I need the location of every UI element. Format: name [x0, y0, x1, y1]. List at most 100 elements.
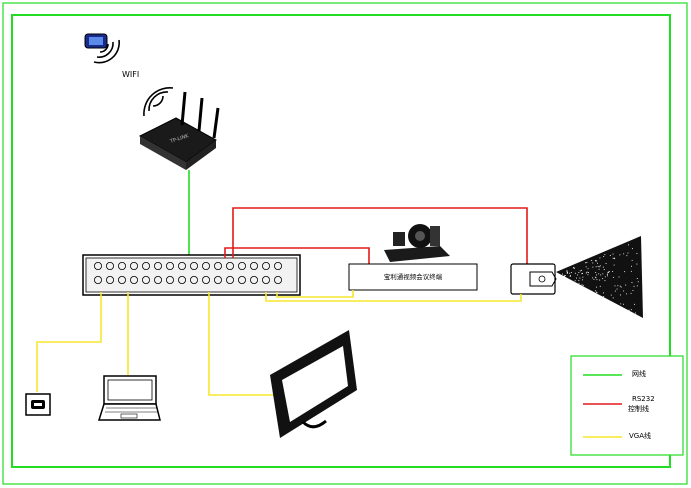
vga-cable-wallplate — [36, 292, 102, 392]
beam-speckle — [619, 285, 621, 287]
beam-speckle — [564, 275, 565, 277]
beam-speckle — [569, 276, 571, 277]
switch-port — [249, 275, 258, 284]
beam-speckle — [574, 280, 576, 282]
beam-speckle — [606, 274, 608, 275]
vga-cable-display — [208, 292, 280, 396]
beam-speckle — [636, 253, 638, 254]
beam-speckle — [630, 270, 632, 272]
beam-speckle — [595, 277, 597, 279]
beam-speckle — [596, 274, 597, 276]
beam-speckle — [562, 275, 564, 277]
switch-port — [129, 275, 138, 284]
beam-speckle — [596, 292, 598, 294]
beam-speckle — [604, 280, 606, 282]
projector-icon — [510, 263, 557, 295]
switch-port — [129, 261, 138, 270]
phone-icon — [84, 33, 108, 49]
beam-speckle — [579, 286, 580, 288]
beam-speckle — [560, 279, 562, 281]
beam-speckle — [616, 288, 618, 290]
beam-speckle — [635, 312, 636, 314]
beam-speckle — [596, 286, 597, 288]
beam-speckle — [574, 267, 575, 269]
beam-speckle — [566, 272, 568, 274]
switch-port — [177, 261, 186, 270]
beam-speckle — [631, 259, 633, 261]
beam-speckle — [612, 257, 614, 259]
beam-speckle — [596, 260, 597, 262]
beam-speckle — [581, 284, 583, 286]
beam-speckle — [587, 274, 589, 276]
beam-speckle — [573, 267, 575, 269]
beam-speckle — [595, 290, 596, 292]
beam-speckle — [562, 278, 564, 279]
vga-cable-terminal — [276, 290, 354, 298]
beam-speckle — [636, 285, 638, 287]
beam-speckle — [631, 265, 632, 267]
beam-speckle — [630, 309, 632, 311]
beam-speckle — [612, 271, 614, 272]
beam-speckle — [600, 274, 602, 276]
beam-speckle — [607, 275, 608, 277]
beam-speckle — [603, 300, 605, 301]
beam-speckle — [593, 278, 595, 280]
beam-speckle — [599, 279, 601, 281]
beam-speckle — [612, 253, 614, 255]
beam-speckle — [590, 292, 592, 294]
beam-speckle — [585, 262, 587, 264]
beam-speckle — [579, 277, 581, 279]
beam-speckle — [620, 286, 622, 288]
laptop-icon — [97, 375, 161, 421]
beam-speckle — [596, 291, 597, 293]
wall-plate-icon — [25, 393, 51, 416]
matrix-switch — [82, 254, 301, 296]
beam-speckle — [628, 309, 630, 311]
beam-speckle — [603, 256, 605, 257]
beam-speckle — [607, 300, 608, 302]
beam-speckle — [569, 283, 571, 285]
switch-port — [106, 261, 115, 270]
beam-speckle — [570, 272, 572, 273]
beam-speckle — [599, 265, 601, 267]
vga-cable-projector — [265, 292, 522, 302]
beam-speckle — [563, 276, 565, 277]
beam-speckle — [592, 262, 594, 264]
beam-speckle — [596, 296, 598, 298]
switch-port — [201, 261, 210, 270]
beam-speckle — [623, 303, 624, 305]
beam-speckle — [630, 292, 632, 294]
beam-speckle — [578, 280, 580, 281]
wifi-signal-icon — [143, 87, 174, 117]
beam-speckle — [597, 265, 599, 267]
beam-speckle — [576, 277, 577, 279]
legend-label-rs232-line1: RS232 — [632, 395, 655, 403]
beam-speckle — [560, 275, 562, 277]
beam-speckle — [584, 289, 586, 291]
beam-speckle — [624, 271, 626, 273]
beam-speckle — [582, 276, 584, 278]
beam-speckle — [577, 274, 579, 276]
projection-beam — [556, 236, 643, 318]
beam-speckle — [599, 257, 601, 259]
beam-speckle — [618, 276, 620, 278]
switch-port — [225, 275, 234, 284]
beam-speckle — [582, 272, 583, 274]
beam-speckle — [609, 255, 611, 256]
beam-speckle — [605, 263, 607, 264]
beam-speckle — [603, 296, 605, 297]
switch-port — [237, 261, 246, 270]
beam-speckle — [634, 303, 635, 305]
beam-speckle — [636, 278, 638, 279]
beam-speckle — [607, 272, 609, 274]
beam-speckle — [632, 290, 634, 291]
switch-port — [261, 261, 270, 270]
switch-port — [237, 275, 246, 284]
beam-speckle — [598, 273, 600, 275]
beam-speckle — [566, 282, 568, 284]
beam-speckle — [587, 290, 588, 292]
beam-speckle — [566, 282, 568, 284]
beam-speckle — [582, 279, 583, 281]
switch-port — [225, 261, 234, 270]
